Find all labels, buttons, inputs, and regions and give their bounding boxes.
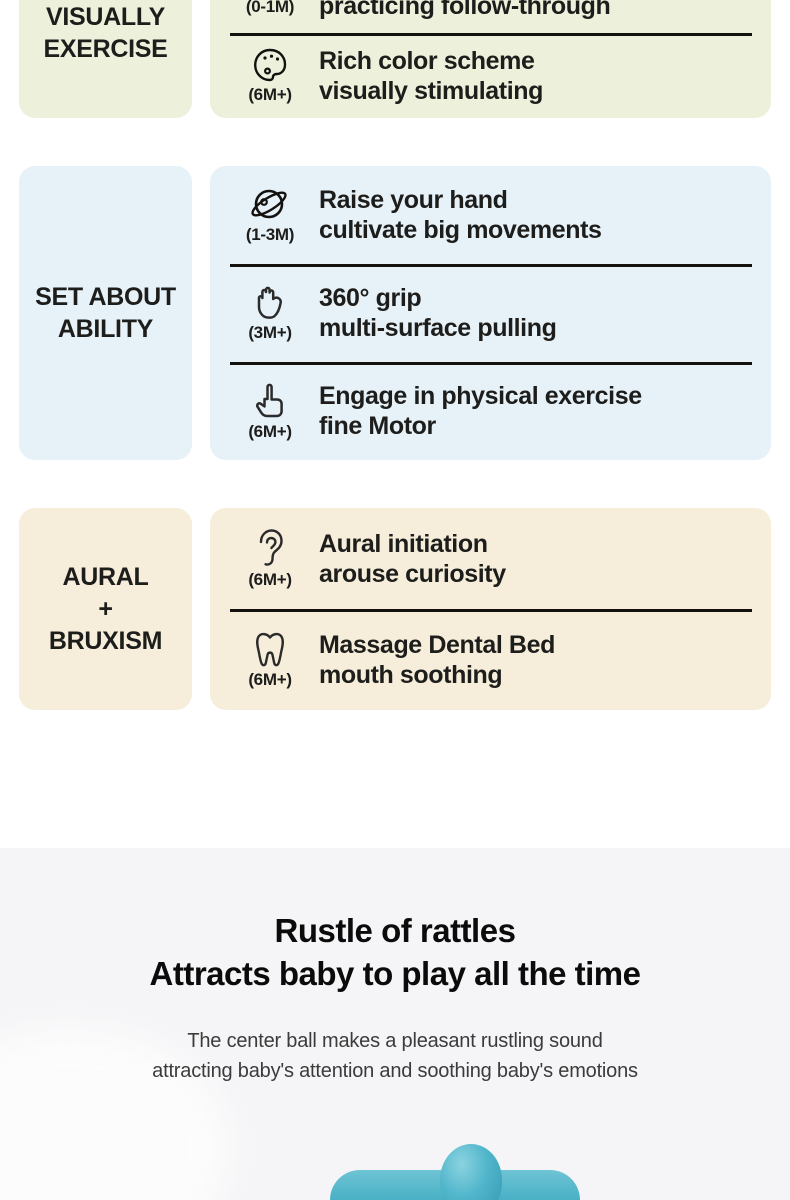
open-hand-icon [257, 286, 282, 319]
planet-icon [251, 189, 287, 219]
feature-row-text: Engage in physical exercise fine Motor [319, 382, 642, 440]
feature-row-text: Grabbing attention practicing follow-thr… [319, 0, 611, 20]
group-label-set-about-ability: SET ABOUT ABILITY [19, 166, 192, 460]
palette-icon [254, 48, 287, 81]
feature-group-aural-bruxism: AURAL + BRUXISM (6M+) Aural initiation a… [0, 508, 790, 710]
feature-row-icon: (0-1M) [210, 0, 310, 17]
product-photo [0, 1080, 790, 1200]
feature-row-text: Massage Dental Bed mouth soothing [319, 630, 555, 689]
feature-row-text: Aural initiation arouse curiosity [319, 529, 506, 588]
group-rows-aural-bruxism: (6M+) Aural initiation arouse curiosity … [210, 508, 771, 710]
feature-row: (6M+) Rich color scheme visually stimula… [210, 33, 771, 118]
feature-group-visually-exercise: VISUALLY EXERCISE (0-1M) Grabbing attent… [0, 0, 790, 118]
feature-row-icon: (6M+) [210, 528, 310, 590]
feature-row-text: Raise your hand cultivate big movements [319, 186, 602, 244]
feature-row-icon: (6M+) [210, 380, 310, 442]
ear-icon [259, 528, 283, 566]
group-label-aural-bruxism: AURAL + BRUXISM [19, 508, 192, 710]
group-rows-visually-exercise: (0-1M) Grabbing attention practicing fol… [210, 0, 771, 118]
group-label-text: VISUALLY EXERCISE [43, 3, 168, 63]
group-label-text: SET ABOUT ABILITY [35, 283, 176, 343]
feature-row-age: (1-3M) [245, 225, 295, 244]
feature-row-age: (3M+) [248, 323, 292, 342]
group-label-visually-exercise: VISUALLY EXERCISE [19, 0, 192, 118]
promo-section: Rustle of rattles Attracts baby to play … [0, 848, 790, 1200]
feature-group-set-about-ability: SET ABOUT ABILITY (1-3M) Raise your hand… [0, 166, 790, 460]
feature-row: (0-1M) Grabbing attention practicing fol… [210, 0, 771, 33]
pointing-hand-icon [255, 383, 283, 418]
feature-row-age: (0-1M) [245, 0, 295, 16]
feature-row-icon: (6M+) [210, 47, 310, 105]
feature-row-text: Rich color scheme visually stimulating [319, 46, 544, 105]
feature-row-age: (6M+) [248, 669, 292, 689]
promo-subtitle: The center ball makes a pleasant rustlin… [152, 1029, 638, 1082]
feature-row-age: (6M+) [248, 422, 292, 441]
feature-row-icon: (6M+) [210, 630, 310, 690]
feature-row-age: (6M+) [248, 569, 292, 589]
feature-row-age: (6M+) [248, 84, 292, 104]
feature-row: (6M+) Massage Dental Bed mouth soothing [210, 609, 771, 710]
feature-row-text: 360° grip multi-surface pulling [319, 284, 557, 342]
feature-row: (6M+) Aural initiation arouse curiosity [210, 508, 771, 609]
feature-row: (3M+) 360° grip multi-surface pulling [210, 264, 771, 362]
tooth-icon [256, 632, 284, 666]
feature-row: (6M+) Engage in physical exercise fine M… [210, 362, 771, 460]
group-rows-set-about-ability: (1-3M) Raise your hand cultivate big mov… [210, 166, 771, 460]
product-teal-knob [440, 1144, 502, 1200]
promo-heading: Rustle of rattles Attracts baby to play … [149, 912, 641, 992]
feature-groups: VISUALLY EXERCISE (0-1M) Grabbing attent… [0, 0, 790, 710]
group-label-text: AURAL + BRUXISM [48, 563, 163, 655]
feature-row-icon: (3M+) [210, 283, 310, 343]
feature-row: (1-3M) Raise your hand cultivate big mov… [210, 166, 771, 264]
feature-row-icon: (1-3M) [210, 185, 310, 245]
